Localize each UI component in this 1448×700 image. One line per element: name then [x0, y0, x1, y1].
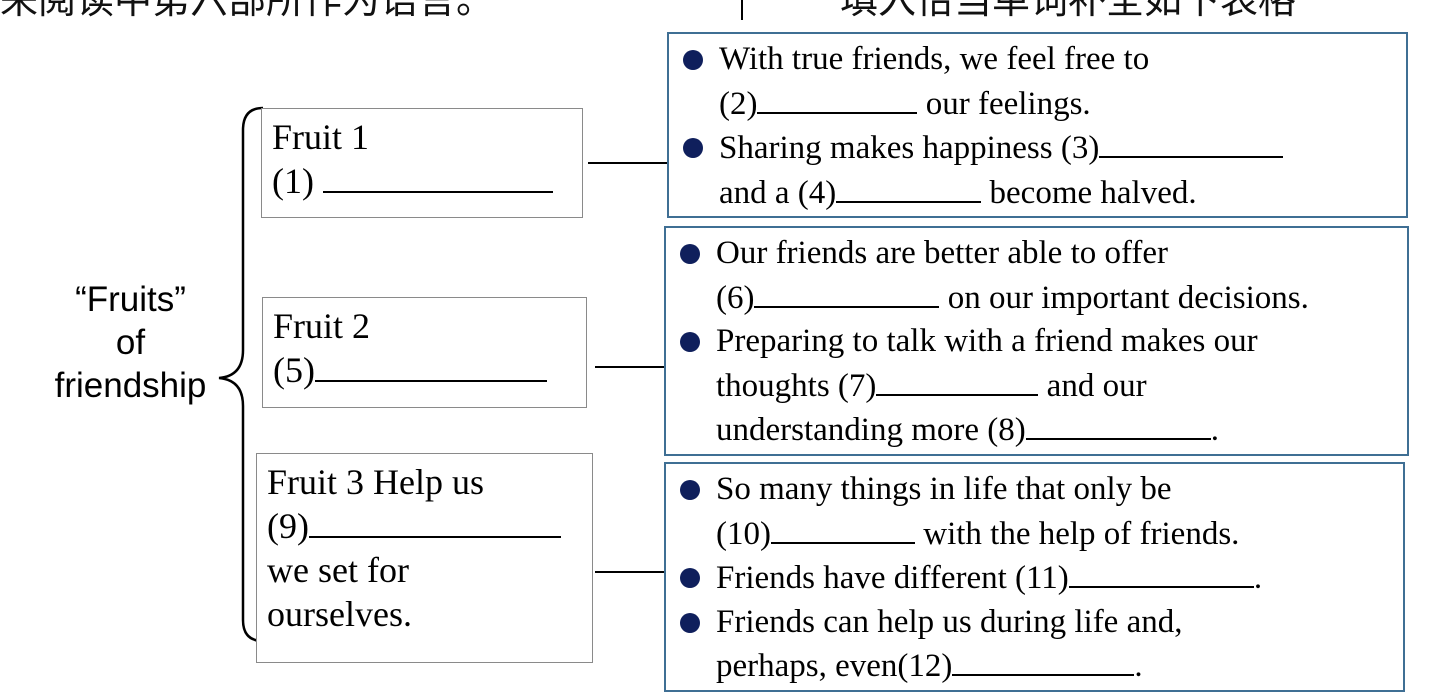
answer-blank-3[interactable]: [1099, 126, 1284, 158]
answer-blank-2[interactable]: [757, 82, 918, 114]
bullet-item: Our friends are better able to offer: [680, 232, 1401, 276]
curly-brace: [218, 106, 264, 643]
answer-blank-1[interactable]: [322, 161, 553, 193]
bullet-text: .: [1253, 560, 1263, 596]
answer-blank-4[interactable]: [836, 171, 982, 203]
fruit-3-number: (9): [267, 506, 309, 546]
bullet-text: with the help of friends.: [914, 515, 1240, 552]
fruit-box-1: Fruit 1 (1): [261, 108, 583, 218]
blank-number: (6): [716, 279, 755, 316]
root-label-line: friendship: [54, 366, 207, 405]
blank-number: thoughts (7): [716, 367, 877, 404]
bullet-text: our feelings.: [917, 85, 1091, 122]
detail-box-2: Our friends are better able to offer (6)…: [664, 226, 1409, 456]
answer-blank-12[interactable]: [952, 644, 1135, 676]
root-label: “Fruits” of friendship: [28, 278, 233, 407]
bullet-text: Friends have different (11): [716, 560, 1069, 596]
bullet-icon: [680, 244, 700, 264]
fruit-box-2: Fruit 2 (5): [262, 297, 587, 408]
bullet-item: Preparing to talk with a friend makes ou…: [680, 320, 1401, 364]
bullet-continuation: perhaps, even(12).: [680, 644, 1397, 689]
bullet-text: Preparing to talk with a friend makes ou…: [716, 323, 1258, 359]
bullet-text: Friends can help us during life and,: [716, 603, 1183, 640]
bullet-text: Our friends are better able to offer: [716, 235, 1169, 271]
bullet-item: Friends can help us during life and,: [680, 601, 1397, 645]
bullet-text: become halved.: [981, 174, 1197, 211]
answer-blank-8[interactable]: [1025, 408, 1211, 440]
blank-number: and a (4): [719, 174, 837, 211]
header-fragment-right: 填入恰当单词补全如下表格: [840, 0, 1297, 22]
bullet-text: and our: [1038, 367, 1147, 404]
fruit-3-line: ourselves.: [267, 594, 412, 634]
bullet-text: on our important decisions.: [939, 279, 1309, 316]
fruit-2-title: Fruit 2: [273, 306, 371, 346]
bullet-continuation: (6) on our important decisions.: [680, 276, 1401, 321]
bullet-item: Friends have different (11).: [680, 556, 1397, 601]
answer-blank-11[interactable]: [1068, 556, 1254, 588]
bullet-item: Sharing makes happiness (3): [683, 126, 1400, 171]
curly-brace-path: [218, 106, 264, 643]
connector-line-3: [595, 571, 667, 573]
bullet-text: With true friends, we feel free to: [719, 41, 1150, 77]
blank-number: understanding more (8): [716, 412, 1026, 448]
fruit-3-title: Fruit 3 Help us: [267, 462, 485, 502]
bullet-icon: [680, 480, 700, 500]
bullet-icon: [683, 50, 703, 70]
fruit-2-number: (5): [273, 350, 315, 390]
header-divider: [741, 0, 743, 20]
answer-blank-5[interactable]: [314, 350, 547, 382]
fruit-1-line: (1): [272, 159, 572, 203]
connector-line-2: [595, 366, 667, 368]
answer-blank-7[interactable]: [876, 364, 1039, 396]
bullet-icon: [683, 138, 703, 158]
fruit-3-line: (9): [267, 504, 582, 548]
connector-line-1: [588, 162, 668, 164]
blank-number: (10): [716, 515, 771, 552]
bullet-text: Sharing makes happiness (3): [719, 130, 1100, 166]
bullet-text: .: [1134, 648, 1143, 684]
bullet-icon: [680, 568, 700, 588]
root-label-line: “Fruits”: [75, 280, 186, 319]
detail-box-1: With true friends, we feel free to (2) o…: [667, 32, 1408, 218]
header-fragment-left: 来阅读中第六部所作为语言。: [0, 0, 495, 22]
bullet-continuation: (10) with the help of friends.: [680, 512, 1397, 557]
bullet-continuation: understanding more (8).: [680, 408, 1401, 453]
answer-blank-9[interactable]: [308, 506, 561, 538]
blank-number: perhaps, even(12): [716, 648, 953, 684]
bullet-continuation: (2) our feelings.: [683, 82, 1400, 127]
answer-blank-10[interactable]: [770, 512, 915, 544]
blank-number: (2): [719, 85, 758, 122]
fruit-2-line: (5): [273, 348, 576, 392]
bullet-item: So many things in life that only be: [680, 468, 1397, 512]
fruit-3-line: we set for: [267, 550, 409, 590]
fruit-box-3: Fruit 3 Help us (9) we set for ourselves…: [256, 453, 593, 663]
answer-blank-6[interactable]: [754, 276, 940, 308]
bullet-icon: [680, 332, 700, 352]
bullet-continuation: thoughts (7) and our: [680, 364, 1401, 409]
bullet-text: .: [1210, 412, 1219, 448]
bullet-continuation: and a (4) become halved.: [683, 171, 1400, 216]
bullet-icon: [680, 612, 700, 633]
detail-box-3: So many things in life that only be (10)…: [664, 462, 1405, 692]
root-label-line: of: [115, 323, 146, 362]
bullet-item: With true friends, we feel free to: [683, 38, 1400, 82]
bullet-text: So many things in life that only be: [716, 471, 1172, 507]
fruit-1-title: Fruit 1: [272, 117, 370, 157]
fruit-1-number: (1): [272, 161, 323, 201]
